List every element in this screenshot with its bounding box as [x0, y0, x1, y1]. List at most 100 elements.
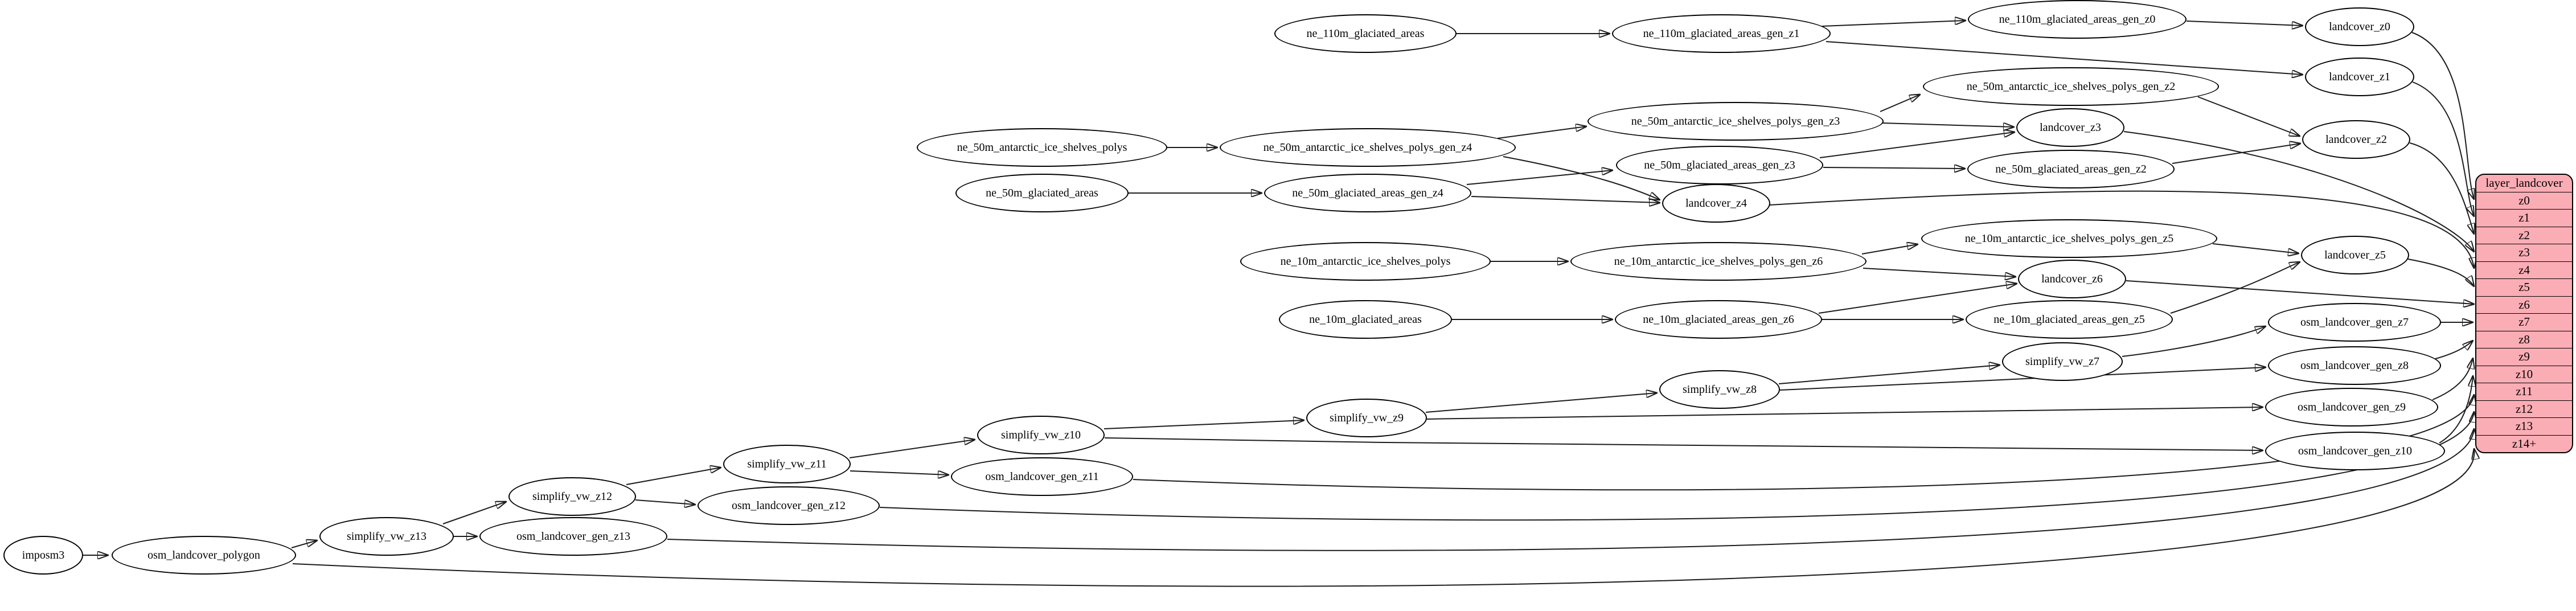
edge-landcover_z0-to-row-z0	[2411, 32, 2474, 199]
node-simplify_vw_z8: simplify_vw_z8	[1659, 370, 1780, 409]
edge-ne_50m_ant_gen_z3-to-gen_z2	[1880, 95, 1920, 112]
edge-landcover_z3-to-row-z3	[2123, 131, 2474, 252]
edge-simplify_vw_z11-to-simplify_vw_z10	[849, 440, 975, 458]
layer-row-z1: z1	[2476, 209, 2572, 227]
node-ne_50m_glaciated_areas: ne_50m_glaciated_areas	[955, 174, 1129, 212]
node-label: ne_10m_antarctic_ice_shelves_polys_gen_z…	[1614, 255, 1823, 268]
node-label: osm_landcover_gen_z7	[2300, 315, 2409, 329]
node-label: simplify_vw_z11	[747, 457, 827, 470]
node-ne_50m_glaciated_areas_gen_z4: ne_50m_glaciated_areas_gen_z4	[1264, 174, 1471, 212]
edge-ne_50m_ant_gen_z4-to-gen_z3	[1497, 126, 1586, 139]
edge-ne_50m_gla_gen_z2-to-landcover_z2	[2172, 143, 2300, 164]
node-landcover_z4: landcover_z4	[1662, 184, 1770, 223]
node-ne_50m_antarctic_ice_shelves_polys_gen_z3: ne_50m_antarctic_ice_shelves_polys_gen_z…	[1588, 102, 1884, 141]
node-label: osm_landcover_gen_z13	[516, 530, 630, 543]
edge-ne_110m_gen_z1-to-landcover_z1	[1826, 41, 2303, 75]
node-label: ne_10m_antarctic_ice_shelves_polys	[1280, 255, 1451, 268]
node-label: landcover_z6	[2041, 272, 2103, 285]
node-ne_50m_antarctic_ice_shelves_polys_gen_z2: ne_50m_antarctic_ice_shelves_polys_gen_z…	[1923, 67, 2219, 106]
edge-osm_landcover_gen_z10-to-row-z10	[2439, 376, 2473, 444]
node-label: ne_50m_glaciated_areas_gen_z2	[1995, 162, 2147, 175]
edge-ne_110m_gen_z1-to-gen_z0	[1822, 20, 1966, 27]
node-ne_50m_glaciated_areas_gen_z3: ne_50m_glaciated_areas_gen_z3	[1616, 146, 1823, 184]
edge-simplify_vw_z11-to-osm_landcover_gen_z11	[850, 470, 949, 475]
node-label: ne_50m_antarctic_ice_shelves_polys_gen_z…	[1966, 80, 2176, 93]
node-label: ne_110m_glaciated_areas_gen_z1	[1643, 27, 1800, 40]
node-label: ne_50m_antarctic_ice_shelves_polys	[957, 141, 1127, 154]
edge-osm_landcover_gen_z8-to-row-z8	[2435, 341, 2473, 359]
node-label: simplify_vw_z8	[1683, 383, 1757, 396]
edge-osm_landcover_gen_z13-to-row-z13	[667, 429, 2474, 551]
edge-landcover_z1-to-row-z1	[2412, 81, 2474, 216]
edge-landcover_z6-to-row-z6	[2126, 280, 2474, 304]
node-label: osm_landcover_gen_z11	[985, 470, 1099, 483]
node-ne_10m_antarctic_ice_shelves_polys: ne_10m_antarctic_ice_shelves_polys	[1240, 242, 1491, 281]
node-simplify_vw_z7: simplify_vw_z7	[2002, 342, 2123, 381]
layer-row-z14plus: z14+	[2476, 434, 2572, 453]
edge-simplify_vw_z9-to-osm_landcover_gen_z9	[1426, 407, 2263, 420]
node-label: ne_50m_glaciated_areas_gen_z4	[1292, 186, 1443, 199]
edge-landcover_z5-to-row-z5	[2407, 259, 2474, 286]
edge-simplify_vw_z8-to-simplify_vw_z7	[1778, 365, 2000, 384]
layer-row-z8: z8	[2476, 330, 2572, 348]
node-osm_landcover_gen_z9: osm_landcover_gen_z9	[2265, 388, 2438, 427]
node-ne_10m_glaciated_areas: ne_10m_glaciated_areas	[1279, 300, 1452, 339]
node-osm_landcover_gen_z12: osm_landcover_gen_z12	[698, 486, 880, 525]
node-osm_landcover_gen_z13: osm_landcover_gen_z13	[479, 517, 667, 556]
node-label: landcover_z3	[2040, 121, 2101, 134]
node-label: ne_50m_antarctic_ice_shelves_polys_gen_z…	[1263, 141, 1472, 154]
layer-row-z0: z0	[2476, 191, 2572, 210]
layer-landcover-table: layer_landcover z0 z1 z2 z3 z4 z5 z6 z7 …	[2475, 174, 2573, 453]
node-osm_landcover_gen_z11: osm_landcover_gen_z11	[951, 457, 1133, 496]
node-ne_110m_glaciated_areas_gen_z1: ne_110m_glaciated_areas_gen_z1	[1612, 14, 1831, 53]
node-label: landcover_z0	[2329, 20, 2390, 33]
node-ne_110m_glaciated_areas_gen_z0: ne_110m_glaciated_areas_gen_z0	[1968, 0, 2187, 39]
node-label: ne_50m_antarctic_ice_shelves_polys_gen_z…	[1631, 114, 1840, 128]
node-simplify_vw_z13: simplify_vw_z13	[319, 517, 454, 556]
node-label: ne_10m_glaciated_areas	[1309, 313, 1422, 326]
node-landcover_z6: landcover_z6	[2018, 260, 2126, 298]
node-simplify_vw_z12: simplify_vw_z12	[508, 477, 636, 516]
node-imposm3: imposm3	[3, 536, 83, 575]
node-label: ne_10m_antarctic_ice_shelves_polys_gen_z…	[1964, 232, 2174, 245]
node-landcover_z1: landcover_z1	[2305, 58, 2414, 96]
node-simplify_vw_z11: simplify_vw_z11	[723, 445, 851, 483]
edge-ne_10m_ant_gen_z6-to-landcover_z6	[1863, 268, 2016, 277]
edge-ne_50m_gla_gen_z4-to-landcover_z4	[1471, 196, 1660, 203]
node-osm_landcover_gen_z7: osm_landcover_gen_z7	[2268, 303, 2441, 342]
layer-row-z11: z11	[2476, 383, 2572, 400]
edge-landcover_z4-to-row-z4	[1769, 190, 2474, 268]
layer-row-z9: z9	[2476, 348, 2572, 366]
node-simplify_vw_z10: simplify_vw_z10	[977, 416, 1105, 454]
edge-osm_landcover_polygon-to-row-z14	[292, 449, 2474, 587]
node-osm_landcover_polygon: osm_landcover_polygon	[112, 536, 296, 575]
edge-simplify_vw_z10-to-simplify_vw_z9	[1104, 420, 1304, 429]
edge-ne_50m_gla_gen_z3-to-gen_z2	[1823, 167, 1965, 169]
node-label: ne_110m_glaciated_areas	[1306, 27, 1425, 40]
node-label: landcover_z4	[1685, 196, 1747, 210]
layer-row-z12: z12	[2476, 400, 2572, 418]
node-label: ne_10m_glaciated_areas_gen_z6	[1643, 313, 1794, 326]
node-label: ne_10m_glaciated_areas_gen_z5	[1993, 313, 2145, 326]
table-header-layer-landcover: layer_landcover	[2485, 176, 2563, 190]
edge-ne_50m_gla_gen_z3-to-landcover_z3	[1819, 132, 2015, 158]
node-simplify_vw_z9: simplify_vw_z9	[1306, 399, 1427, 437]
node-label: ne_110m_glaciated_areas_gen_z0	[1999, 13, 2156, 26]
node-ne_10m_glaciated_areas_gen_z6: ne_10m_glaciated_areas_gen_z6	[1615, 300, 1822, 339]
node-ne_50m_glaciated_areas_gen_z2: ne_50m_glaciated_areas_gen_z2	[1967, 150, 2175, 188]
edge-landcover_z2-to-row-z2	[2409, 142, 2474, 234]
node-ne_50m_antarctic_ice_shelves_polys: ne_50m_antarctic_ice_shelves_polys	[917, 128, 1167, 167]
node-label: osm_landcover_gen_z9	[2298, 400, 2406, 413]
edge-simplify_vw_z13-to-simplify_vw_z12	[442, 502, 506, 524]
node-label: simplify_vw_z9	[1330, 411, 1404, 424]
node-ne_10m_glaciated_areas_gen_z5: ne_10m_glaciated_areas_gen_z5	[1966, 300, 2173, 339]
edge-ne_110m_gen_z0-to-landcover_z0	[2186, 20, 2303, 26]
node-label: landcover_z2	[2325, 133, 2387, 146]
edge-ne_50m_gla_gen_z4-to-gen_z3	[1466, 170, 1613, 185]
edge-ne_10m_ant_gen_z5-to-landcover_z5	[2212, 243, 2299, 253]
node-osm_landcover_gen_z10: osm_landcover_gen_z10	[2265, 432, 2445, 470]
edge-osm_landcover_gen_z11-to-row-z11	[1133, 395, 2474, 491]
edge-ne_50m_ant_gen_z4-to-landcover_z4	[1503, 156, 1660, 200]
